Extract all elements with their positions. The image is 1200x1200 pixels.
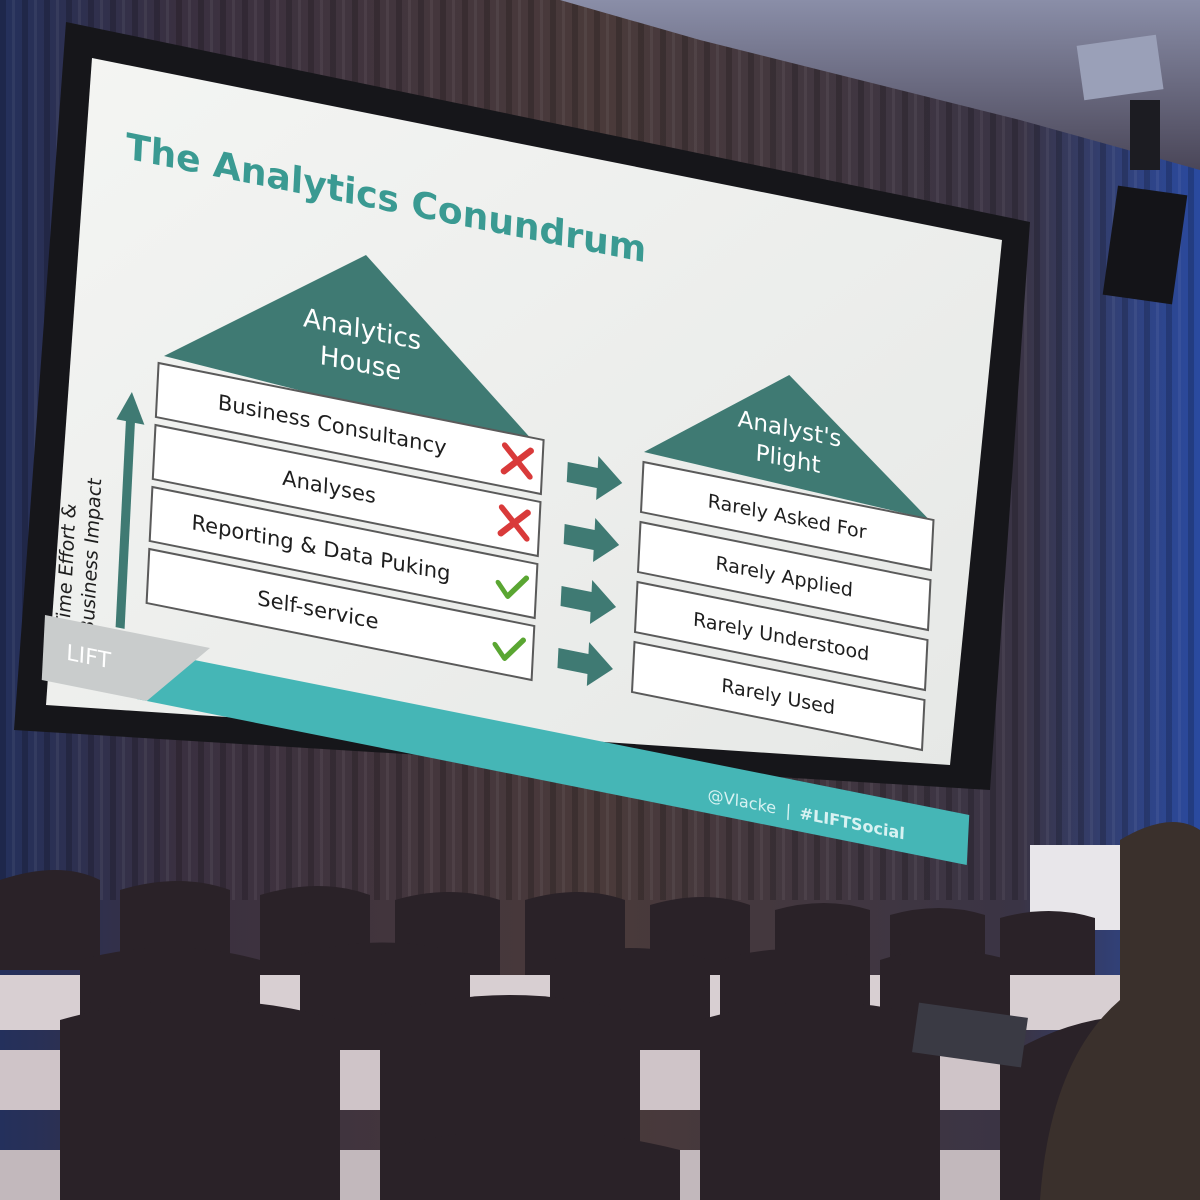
chair xyxy=(120,881,230,970)
footer-logo-block xyxy=(41,615,210,702)
right-arrow-icon xyxy=(560,580,617,625)
cross-icon xyxy=(497,504,531,542)
impact-axis-arrowhead xyxy=(116,392,145,425)
plight-row-box xyxy=(630,640,926,752)
chair xyxy=(60,1000,340,1200)
analytics-house-roof xyxy=(163,255,543,453)
analytics-house-rows: Business Consultancy Analyses Reporting … xyxy=(145,361,545,682)
plight-row-box xyxy=(639,460,935,572)
analysts-plight-roof xyxy=(643,375,929,520)
right-arrow-icon xyxy=(563,518,620,563)
plight-row-box xyxy=(636,520,932,632)
analytics-row-box xyxy=(154,361,545,496)
laptop xyxy=(912,1002,1028,1068)
camera-mount xyxy=(1130,100,1160,170)
footer-separator: | xyxy=(785,801,791,821)
flow-arrows xyxy=(557,456,623,687)
audience-member xyxy=(1040,822,1200,1200)
chair xyxy=(380,1130,680,1200)
check-icon xyxy=(495,575,530,599)
analytics-row-box xyxy=(148,485,539,620)
footer-band xyxy=(136,659,970,866)
right-arrow-icon xyxy=(566,456,623,501)
ceiling-vent xyxy=(1076,34,1164,101)
cross-icon xyxy=(500,442,534,480)
right-arrow-icon xyxy=(557,642,613,687)
check-icon xyxy=(492,637,527,661)
ceiling xyxy=(560,0,1200,170)
speaker xyxy=(1102,185,1188,305)
chair xyxy=(0,870,100,970)
analytics-row-box xyxy=(145,547,536,682)
analysts-plight-rows: Rarely Asked For Rarely Applied Rarely U… xyxy=(630,460,935,752)
impact-axis-line xyxy=(115,419,135,629)
analytics-row-box xyxy=(151,423,542,558)
chair xyxy=(1000,911,1095,975)
plight-row-box xyxy=(633,580,929,692)
chair xyxy=(700,1002,940,1200)
